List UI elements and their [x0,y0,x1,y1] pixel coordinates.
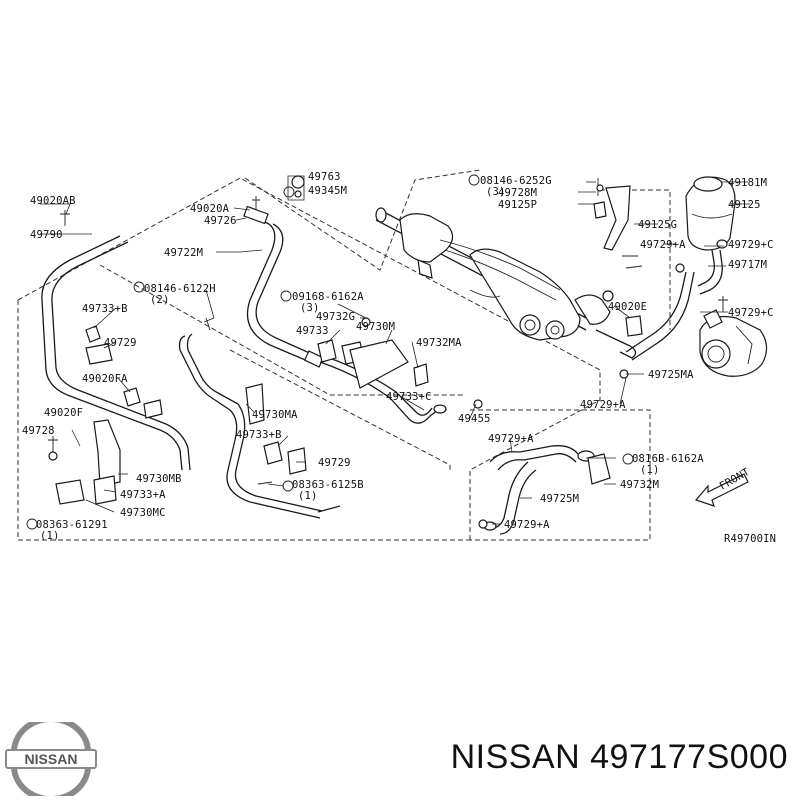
part-label: 09168-6162A [292,291,364,303]
part-label: (3) [300,302,320,314]
part-label: 08363-61291 [36,519,108,531]
dashed-group-outlines [17,169,671,541]
part-label: 49125G [638,219,677,231]
part-label: 49455 [458,413,491,425]
part-label: 49020A [190,203,230,215]
part-label: 49181M [728,177,767,189]
part-label: 08363-6125B [292,479,364,491]
part-label: 49020E [608,301,647,313]
part-label: 49730M [356,321,395,333]
part-label: (1) [640,464,660,476]
power-steering-pump [699,309,768,377]
reservoir-tank-49181M [685,176,736,295]
part-label: 49733+A [120,489,166,501]
part-label: 0816B-6162A [632,453,704,465]
part-label: 49125P [498,199,537,211]
suction-hose-49717M [625,271,695,361]
part-label: (2) [150,294,170,306]
part-label: 49763 [308,171,341,183]
nissan-logo: NISSAN [5,722,97,796]
part-label: 49345M [308,185,347,197]
part-label: 49729 [318,457,351,469]
part-label: 49732M [620,479,659,491]
part-label: 49722M [164,247,203,259]
part-label: 49729 [104,337,137,349]
part-label: 49020AB [30,195,76,207]
part-label: 49728 [22,425,55,437]
part-label: 49020FA [82,373,128,385]
part-label: 49790 [30,229,63,241]
part-label: 49730MB [136,473,182,485]
part-label: 49020F [44,407,83,419]
part-label: 49733+B [82,303,128,315]
product-caption: NISSAN 497177S000 [450,738,788,776]
part-label: 49729+C [728,239,774,251]
part-label: 49728M [498,187,537,199]
part-label: (1) [40,530,60,542]
leader-lines [40,175,750,525]
part-label: 49729+A [504,519,550,531]
front-direction-arrow: FRONT [694,466,752,507]
part-label: 49733 [296,325,329,337]
part-label: 49733+B [236,429,282,441]
part-label: (1) [298,490,318,502]
steering-gear-rack [375,207,637,359]
bolt-code-markers [26,174,634,530]
hard-line-tubes [41,235,341,519]
pressure-hose-49722M [243,205,325,368]
part-label: 49730MC [120,507,166,519]
part-label: 49726 [204,215,237,227]
part-label: (3) [486,186,506,198]
brackets-clamps-bolts [48,175,728,529]
part-label: 49732G [316,311,355,323]
part-label: 49729+A [580,399,626,411]
part-label: 08146-6122H [144,283,216,295]
part-label: 49725M [540,493,579,505]
part-label: 08146-6252G [480,175,552,187]
part-label: 49732MA [416,337,462,349]
logo-text: NISSAN [25,751,78,767]
part-label: 49717M [728,259,767,271]
return-tube-49733C [319,355,447,424]
diagram-code: R49700IN [724,533,776,545]
part-label: 49125 [728,199,761,211]
part-label: 49729+C [728,307,774,319]
part-label: 49729+A [640,239,686,251]
part-label: 49725MA [648,369,694,381]
part-label: 49729+A [488,433,534,445]
part-label: 49730MA [252,409,298,421]
part-label: 49733+C [386,391,432,403]
